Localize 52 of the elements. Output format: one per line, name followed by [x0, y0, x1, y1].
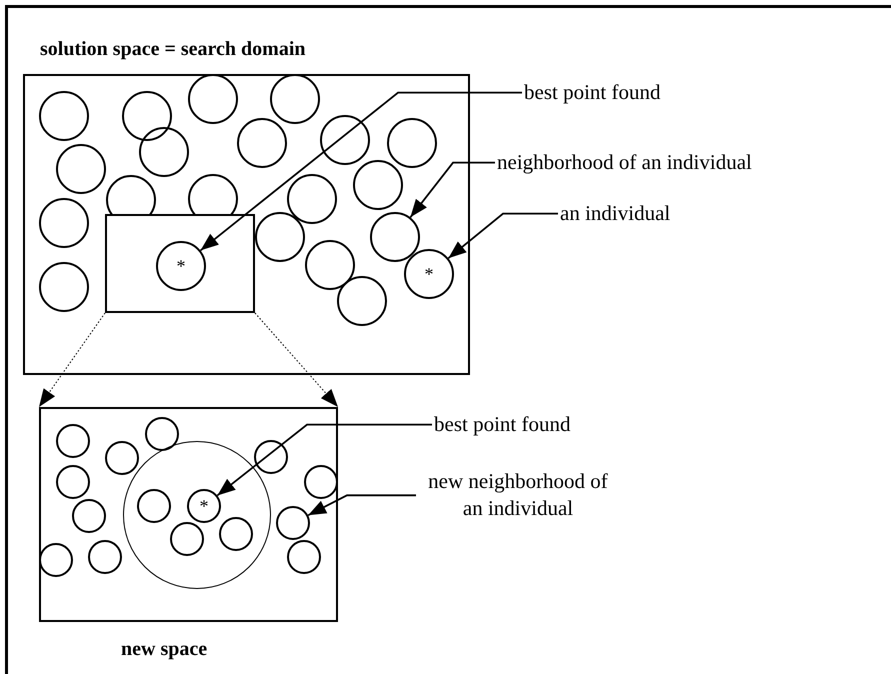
individual-circle — [304, 465, 338, 499]
individual-circle: * — [404, 249, 454, 299]
callout-label: an individual — [560, 200, 670, 228]
individual-circle — [188, 74, 238, 124]
individual-circle — [276, 506, 310, 540]
individual-circle: * — [187, 489, 221, 523]
individual-circle — [139, 127, 189, 177]
individual-circle — [88, 540, 122, 574]
individual-circle — [254, 440, 288, 474]
individual-circle — [305, 240, 355, 290]
individual-circle — [56, 465, 90, 499]
individual-circle — [270, 74, 320, 124]
individual-circle — [287, 174, 337, 224]
individual-circle — [370, 212, 420, 262]
individual-circle — [287, 540, 321, 574]
individual-circle — [188, 174, 238, 214]
individual-circle — [353, 160, 403, 210]
box-heading: new space — [121, 638, 208, 661]
individual-circle — [39, 198, 89, 248]
individual-circle — [145, 417, 179, 451]
individual-circle: * — [156, 241, 206, 291]
callout-label: best point found — [524, 79, 660, 106]
individual-circle — [219, 517, 253, 551]
callout-label: new neighborhood of an individual — [418, 468, 618, 523]
individual-circle — [39, 262, 89, 312]
individual-circle — [320, 115, 370, 165]
individual-circle — [105, 441, 139, 475]
individual-circle — [56, 424, 90, 458]
individual-circle — [39, 543, 73, 577]
box-heading: solution space = search domain — [40, 38, 306, 61]
callout-label: best point found — [434, 411, 570, 438]
callout-label: neighborhood of an individual — [497, 149, 752, 176]
individual-circle — [255, 212, 305, 262]
individual-circle — [106, 175, 156, 214]
leader-line — [200, 92, 522, 252]
individual-circle — [56, 144, 106, 194]
individual-circle — [170, 522, 204, 556]
individual-circle — [387, 118, 437, 168]
individual-circle — [72, 499, 106, 533]
individual-circle — [137, 489, 171, 523]
projection-arrow — [38, 312, 106, 408]
individual-circle — [337, 276, 387, 326]
leader-line — [308, 494, 416, 516]
leader-line — [410, 162, 495, 218]
leader-line — [216, 424, 432, 496]
individual-circle — [122, 91, 172, 141]
leader-line — [448, 212, 558, 259]
projection-arrow — [254, 312, 338, 408]
individual-circle — [237, 118, 287, 168]
zoom-region-box — [105, 214, 255, 313]
neighborhood-circle — [123, 441, 271, 589]
individual-circle — [39, 91, 89, 141]
